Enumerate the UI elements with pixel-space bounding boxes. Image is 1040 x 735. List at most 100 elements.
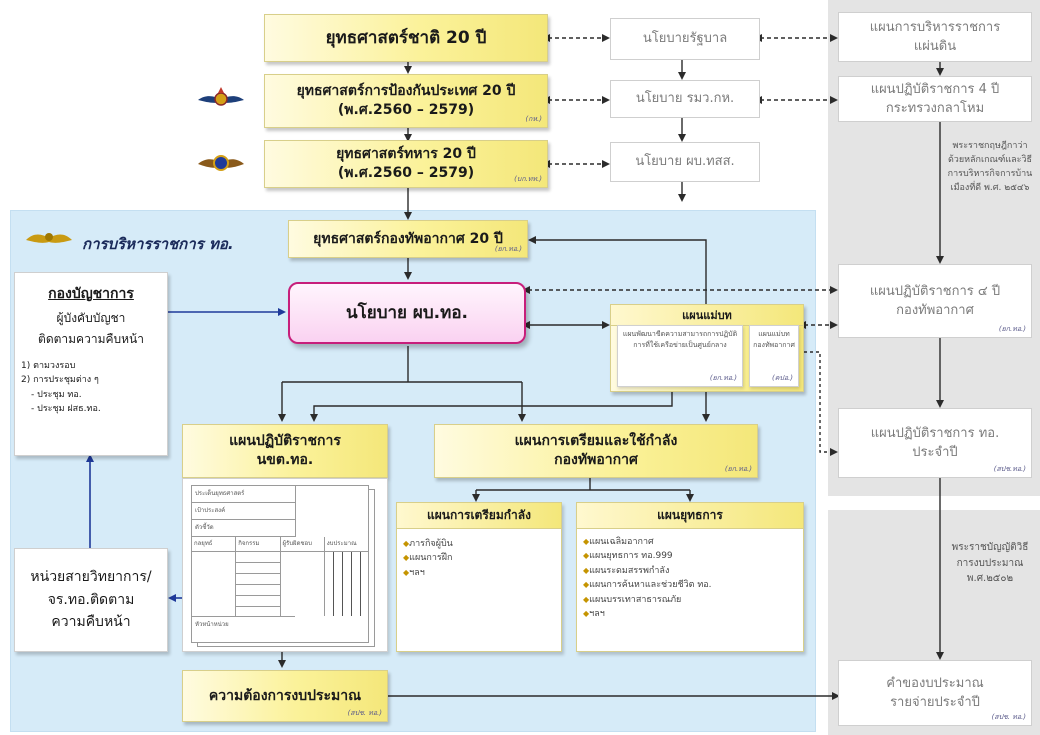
operations-plan-item: แผนการค้นหาและช่วยชีวิต ทอ. xyxy=(583,578,797,592)
operations-plan-box: แผนยุทธการ แผนเฉลิมอากาศ แผนยุทธการ ทอ.9… xyxy=(576,502,804,652)
form-col-activity: กิจกรรม xyxy=(236,537,281,551)
form-footer: หัวหน้าหน่วย xyxy=(192,616,295,633)
operations-plan-item: แผนระดมสรรพกำลัง xyxy=(583,564,797,578)
mod-minister-policy-label: นโยบาย รมว.กห. xyxy=(635,91,735,107)
tech-unit-line1: หน่วยสายวิทยาการ/ xyxy=(30,569,152,586)
af-commander-policy-box: นโยบาย ผบ.ทอ. xyxy=(288,282,526,344)
force-prep-item: ฯลฯ xyxy=(403,566,555,580)
military-strategy-title: ยุทธศาสตร์ทหาร 20 ปี xyxy=(336,146,476,163)
defense-strategy-box: ยุทธศาสตร์การป้องกันประเทศ 20 ปี (พ.ศ.25… xyxy=(264,74,548,128)
form-row-strategy: ประเด็นยุทธศาสตร์ xyxy=(192,486,296,503)
defense-strategy-title: ยุทธศาสตร์การป้องกันประเทศ 20 ปี xyxy=(296,83,516,100)
government-policy-label: นโยบายรัฐบาล xyxy=(642,31,728,47)
headquarters-item-staff-meeting: - ประชุม ฝสธ.ทอ. xyxy=(31,404,101,415)
land-admin-plan-line1: แผนการบริหารราชการ xyxy=(869,19,1001,35)
operations-plan-item: ฯลฯ xyxy=(583,607,797,621)
air-force-emblem-icon xyxy=(196,84,246,116)
master-plan-af-tag: (คปอ.) xyxy=(771,374,793,382)
af-4yr-plan-line2: กองทัพอากาศ xyxy=(896,303,974,318)
tech-unit-line3: ความคืบหน้า xyxy=(51,614,131,631)
budget-request-box: คำของบประมาณ รายจ่ายประจำปี (สปช. ทอ.) xyxy=(838,660,1032,726)
af-area-title: การบริหารราชการ ทอ. xyxy=(82,235,234,253)
budget-need-tag: (สปช. ทอ.) xyxy=(347,709,382,717)
af-4yr-plan-line1: แผนปฏิบัติราชการ ๔ ปี xyxy=(869,283,1001,299)
af-4yr-plan-tag: (ยก.ทอ.) xyxy=(998,325,1026,333)
tech-unit-box: หน่วยสายวิทยาการ/ จร.ทอ.ติดตาม ความคืบหน… xyxy=(14,548,168,652)
headquarters-track: ติดตามความคืบหน้า xyxy=(38,332,144,346)
government-policy-box: นโยบายรัฐบาล xyxy=(610,18,760,60)
national-strategy-box: ยุทธศาสตร์ชาติ 20 ปี xyxy=(264,14,548,62)
operations-plan-title: แผนยุทธการ xyxy=(577,503,803,529)
air-force-wing-icon xyxy=(24,226,74,252)
force-prep-plan-title: แผนการเตรียมกำลัง xyxy=(397,503,561,529)
form-row-indicator: ตัวชี้วัด xyxy=(192,520,296,537)
master-plan-title: แผนแม่บท xyxy=(611,305,803,326)
form-col-budget: งบประมาณ xyxy=(326,540,357,547)
tech-unit-line2: จร.ทอ.ติดตาม xyxy=(47,591,135,608)
master-plan-ncw-tag: (ยก.ทอ.) xyxy=(709,374,737,382)
national-strategy-label: ยุทธศาสตร์ชาติ 20 ปี xyxy=(325,27,487,48)
form-header-row: กลยุทธ์ กิจกรรม ผู้รับผิดชอบ งบประมาณ xyxy=(192,537,368,552)
form-row-goal: เป้าประสงค์ xyxy=(192,503,296,520)
force-prep-list: ภารกิจผู้บิน แผนการฝึก ฯลฯ xyxy=(397,529,561,588)
operations-plan-item: แผนยุทธการ ทอ.999 xyxy=(583,549,797,563)
prep-use-plan-box: แผนการเตรียมและใช้กำลัง กองทัพอากาศ (ยก.… xyxy=(434,424,758,478)
mod-4yr-plan-line1: แผนปฏิบัติราชการ 4 ปี xyxy=(870,81,1000,97)
defense-strategy-years: (พ.ศ.2560 – 2579) xyxy=(337,102,475,118)
af-4yr-plan-box: แผนปฏิบัติราชการ ๔ ปี กองทัพอากาศ (ยก.ทอ… xyxy=(838,264,1032,338)
headquarters-box: กองบัญชาการ ผู้บังคับบัญชา ติดตามความคืบ… xyxy=(14,272,168,456)
armed-forces-emblem-icon xyxy=(196,148,246,180)
unit-ops-plan-line2: นขต.ทอ. xyxy=(256,452,314,468)
ops-plan-form: ประเด็นยุทธศาสตร์ เป้าประสงค์ ตัวชี้วัด … xyxy=(191,485,369,643)
headquarters-title: กองบัญชาการ xyxy=(48,286,134,302)
af-strategy-tag: (ยก.ทอ.) xyxy=(494,245,522,253)
prep-use-plan-tag: (ยก.ทอ.) xyxy=(724,465,752,473)
headquarters-item-cycle: 1) ตามวงรอบ xyxy=(21,361,76,371)
af-annual-plan-line2: ประจำปี xyxy=(912,445,958,460)
af-commander-policy-label: นโยบาย ผบ.ทอ. xyxy=(345,302,468,323)
headquarters-commander: ผู้บังคับบัญชา xyxy=(56,311,126,325)
force-prep-item: แผนการฝึก xyxy=(403,551,555,565)
force-prep-plan-box: แผนการเตรียมกำลัง ภารกิจผู้บิน แผนการฝึก… xyxy=(396,502,562,652)
form-col-owner: ผู้รับผิดชอบ xyxy=(281,537,325,551)
unit-ops-plan-line1: แผนปฏิบัติราชการ xyxy=(229,433,341,450)
supreme-commander-policy-label: นโยบาย ผบ.ทสส. xyxy=(635,154,735,170)
master-plan-box: แผนแม่บท แผนพัฒนาขีดความสามารถการปฏิบัติ… xyxy=(610,304,804,392)
budget-request-line2: รายจ่ายประจำปี xyxy=(890,695,980,710)
military-strategy-box: ยุทธศาสตร์ทหาร 20 ปี (พ.ศ.2560 – 2579) (… xyxy=(264,140,548,188)
budget-need-label: ความต้องการงบประมาณ xyxy=(208,687,362,704)
headquarters-item-meetings: 2) การประชุมต่าง ๆ xyxy=(21,375,99,386)
master-plan-ncw-box: แผนพัฒนาขีดความสามารถการปฏิบัติการที่ใช้… xyxy=(617,325,743,387)
defense-strategy-tag: (กห.) xyxy=(525,115,542,123)
good-governance-decree-note: พระราชกฤษฎีกาว่าด้วยหลักเกณฑ์และวิธีการบ… xyxy=(947,141,1033,193)
operations-plan-item: แผนบรรเทาสาธารณภัย xyxy=(583,593,797,607)
form-col-strategy: กลยุทธ์ xyxy=(192,537,237,551)
unit-ops-plan-box: แผนปฏิบัติราชการ นขต.ทอ. xyxy=(182,424,388,478)
mod-minister-policy-box: นโยบาย รมว.กห. xyxy=(610,80,760,118)
budget-request-tag: (สปช. ทอ.) xyxy=(991,713,1026,721)
budget-act-note: พระราชบัญญัติวิธีการงบประมาณ พ.ศ.๒๕๐๒ xyxy=(951,542,1029,584)
prep-use-plan-line2: กองทัพอากาศ xyxy=(554,452,638,468)
af-annual-plan-tag: (สปช.ทอ.) xyxy=(993,465,1026,473)
budget-need-box: ความต้องการงบประมาณ (สปช. ทอ.) xyxy=(182,670,388,722)
master-plan-af-box: แผนแม่บท กองทัพอากาศ (คปอ.) xyxy=(749,325,799,387)
military-strategy-tag: (บก.ทท.) xyxy=(514,175,542,183)
master-plan-ncw-label: แผนพัฒนาขีดความสามารถการปฏิบัติการที่ใช้… xyxy=(622,330,738,349)
mod-4yr-plan-box: แผนปฏิบัติราชการ 4 ปี กระทรวงกลาโหม xyxy=(838,76,1032,122)
operations-plan-item: แผนเฉลิมอากาศ xyxy=(583,535,797,549)
military-strategy-years: (พ.ศ.2560 – 2579) xyxy=(337,165,475,181)
af-annual-plan-box: แผนปฏิบัติราชการ ทอ. ประจำปี (สปช.ทอ.) xyxy=(838,408,1032,478)
af-annual-plan-line1: แผนปฏิบัติราชการ ทอ. xyxy=(870,425,1000,441)
unit-ops-plan-stack: ประเด็นยุทธศาสตร์ เป้าประสงค์ ตัวชี้วัด … xyxy=(182,478,388,652)
budget-request-line1: คำของบประมาณ xyxy=(886,675,984,691)
form-grid xyxy=(192,552,368,616)
master-plan-af-label: แผนแม่บท กองทัพอากาศ xyxy=(753,330,795,349)
headquarters-item-af-meeting: - ประชุม ทอ. xyxy=(31,389,82,400)
prep-use-plan-line1: แผนการเตรียมและใช้กำลัง xyxy=(514,433,678,450)
land-admin-plan-box: แผนการบริหารราชการ แผ่นดิน xyxy=(838,12,1032,62)
operations-plan-list: แผนเฉลิมอากาศ แผนยุทธการ ทอ.999 แผนระดมส… xyxy=(577,529,803,627)
land-admin-plan-line2: แผ่นดิน xyxy=(913,39,957,54)
af-strategy-label: ยุทธศาสตร์กองทัพอากาศ 20 ปี xyxy=(313,230,503,247)
af-strategy-box: ยุทธศาสตร์กองทัพอากาศ 20 ปี (ยก.ทอ.) xyxy=(288,220,528,258)
